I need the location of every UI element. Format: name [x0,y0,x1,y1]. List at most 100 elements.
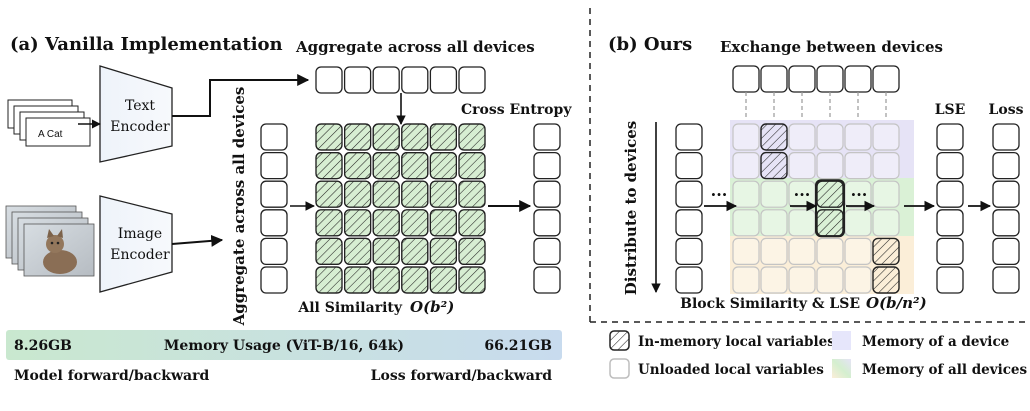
b-unloaded-cell [788,266,816,294]
a-top-cell [343,66,372,94]
a-grid-cell [458,237,486,265]
legend-in-memory-swatch [609,330,630,351]
arrow-text-encoder-out [172,74,310,117]
b-loss-column [992,123,1020,294]
model-forward-backward: Model forward/backward [14,368,209,384]
a-grid-cell [344,209,372,237]
b-in-memory-cell [816,209,844,237]
text-encoder: Text Encoder [99,65,173,163]
b-lse-cell [936,209,964,237]
b-lse-cell [936,237,964,266]
a-grid-cell [401,123,429,151]
b-loss-cell [992,151,1020,180]
b-unloaded-cell [732,152,760,180]
a-grid-cell [372,152,400,180]
b-left-cell [675,237,703,266]
b-loss-cell [992,123,1020,151]
memory-left-value: 8.26GB [14,338,72,354]
b-unloaded-cell [816,123,844,151]
b-unloaded-cell [816,237,844,265]
b-unloaded-cell [844,266,872,294]
b-unloaded-cell [732,209,760,237]
a-ce-cell [533,266,561,294]
b-block-grid [732,123,900,294]
a-grid-cell [458,180,486,208]
block-similarity-label: Block Similarity & LSE [680,296,860,312]
a-grid-cell [429,266,457,294]
b-left-column [675,123,703,294]
b-top-cell [732,65,760,93]
a-grid-cell [344,266,372,294]
a-grid-cell [401,180,429,208]
a-grid-cell [315,237,343,265]
b-unloaded-cell [872,180,900,208]
a-grid-cell [315,209,343,237]
b-unloaded-cell [788,152,816,180]
a-similarity-grid [315,123,486,294]
b-loss-cell [992,209,1020,237]
a-top-cell [372,66,400,94]
b-dashed-links [745,92,887,120]
b-in-memory-cell [760,151,788,180]
a-top-cell [401,66,429,94]
image-encoder: Image Encoder [99,195,173,293]
a-left-column [260,123,288,294]
a-grid-cell [372,266,400,294]
a-top-cell [315,66,343,94]
b-top-cell [872,65,900,93]
legend-device-swatch [832,331,851,350]
b-loss-cell [992,180,1020,208]
legend-in-memory: In-memory local variables [638,334,835,350]
a-grid-cell [372,123,400,151]
image-encoder-line1: Image [118,226,162,242]
cat-image-stack [5,205,95,277]
b-unloaded-cell [732,266,760,294]
b-in-memory-cell [872,237,900,266]
a-grid-cell [458,266,486,294]
b-unloaded-cell [760,237,788,265]
legend: In-memory local variables Unloaded local… [609,330,1028,379]
a-cross-entropy-column [533,123,561,294]
b-in-memory-cell [816,180,844,208]
b-top-cell [760,65,788,93]
b-ellipsis-1: ··· [711,185,728,204]
text-cards: A Cat [7,99,91,147]
b-left-cell [675,266,703,294]
b-lse-cell [936,180,964,208]
complexity-b: O(b/n²) [866,294,927,312]
a-grid-cell [344,123,372,151]
a-grid-cell [401,266,429,294]
a-ce-cell [533,237,561,266]
b-left-cell [675,180,703,208]
panel-a-title: (a) Vanilla Implementation [10,34,283,55]
a-grid-cell [401,209,429,237]
b-unloaded-cell [732,237,760,265]
b-unloaded-cell [760,180,788,208]
memory-title: Memory Usage (ViT-B/16, 64k) [164,338,404,354]
a-grid-cell [458,209,486,237]
b-lse-cell [936,266,964,294]
a-grid-cell [401,237,429,265]
b-left-cell [675,209,703,237]
b-unloaded-cell [844,209,872,237]
a-grid-cell [429,209,457,237]
a-grid-cell [372,180,400,208]
memory-right-value: 66.21GB [484,338,552,354]
b-unloaded-cell [732,123,760,151]
b-lse-cell [936,123,964,151]
b-unloaded-cell [788,237,816,265]
b-left-cell [675,123,703,151]
all-similarity-label: All Similarity [297,300,402,316]
a-left-cell [260,180,288,208]
text-encoder-line1: Text [125,98,155,114]
a-left-cell [260,237,288,266]
text-encoder-line2: Encoder [110,119,170,135]
b-loss-cell [992,266,1020,294]
lse-label: LSE [935,102,966,118]
memory-usage-bar: 8.26GB Memory Usage (ViT-B/16, 64k) 66.2… [6,330,562,360]
panel-b-title: (b) Ours [608,34,692,55]
a-grid-cell [458,123,486,151]
b-unloaded-cell [816,266,844,294]
aggregate-side-label: Aggregate across all devices [230,87,248,327]
aggregate-top-label: Aggregate across all devices [295,38,535,56]
